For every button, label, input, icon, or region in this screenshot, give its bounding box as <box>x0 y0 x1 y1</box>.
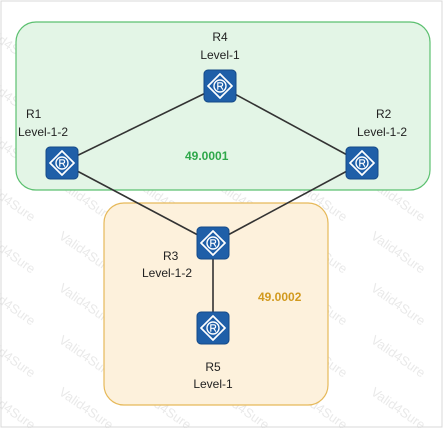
router-r1-level: Level-1-2 <box>18 125 68 139</box>
area-49-0001-label: 49.0001 <box>185 149 229 163</box>
link-r2-r3 <box>212 162 363 244</box>
router-r3-icon[interactable] <box>196 226 230 260</box>
router-r4-icon[interactable] <box>203 69 237 103</box>
router-r3-level: Level-1-2 <box>142 266 192 280</box>
router-r1-name: R1 <box>26 107 42 121</box>
area-49-0002-label: 49.0002 <box>258 290 302 304</box>
router-r2-level: Level-1-2 <box>357 125 407 139</box>
router-r2-name: R2 <box>376 107 392 121</box>
area-49-0002-box <box>103 202 329 406</box>
router-r5-name: R5 <box>205 360 221 374</box>
routers-layer <box>45 69 379 345</box>
router-r5-icon[interactable] <box>196 311 230 345</box>
link-r4-r2 <box>219 85 363 164</box>
router-r3-name: R3 <box>163 249 179 263</box>
router-r2-icon[interactable] <box>345 146 379 180</box>
router-r5-level: Level-1 <box>193 377 233 391</box>
router-r4-name: R4 <box>212 30 228 44</box>
router-r4-level: Level-1 <box>200 48 240 62</box>
area-49-0001-box <box>15 21 431 191</box>
router-r1-icon[interactable] <box>45 146 79 180</box>
link-r4-r1 <box>61 85 221 164</box>
link-r1-r3 <box>61 162 214 244</box>
